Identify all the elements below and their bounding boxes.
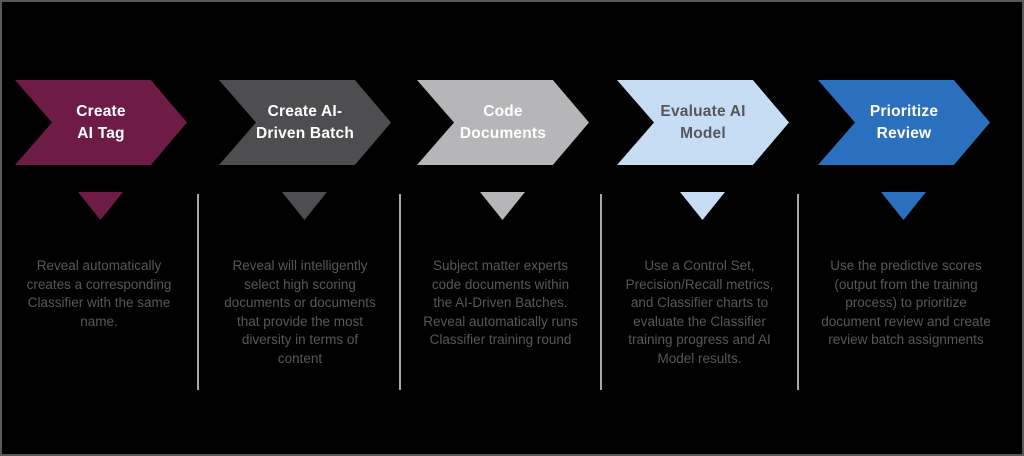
step-description: Subject matter experts code documents wi… xyxy=(423,258,578,347)
step-label: Prioritize Review xyxy=(869,103,939,142)
step-label: Create AI Tag xyxy=(76,103,126,142)
step-chevron-create-ai-driven-batch: Create AI- Driven Batch xyxy=(219,80,391,165)
step-description: Use a Control Set, Precision/Recall metr… xyxy=(625,258,774,366)
step-label: Create AI- Driven Batch xyxy=(255,103,354,142)
step-description: Reveal will intelligently select high sc… xyxy=(224,258,376,366)
down-arrow-indicator xyxy=(881,192,926,220)
step-description: Use the predictive scores (output from t… xyxy=(821,258,991,347)
column-divider xyxy=(797,194,799,390)
step-chevron-prioritize-review: Prioritize Review xyxy=(818,80,990,165)
down-arrow-indicator xyxy=(282,192,327,220)
column-divider xyxy=(600,194,602,390)
step-chevron-evaluate-ai-model: Evaluate AI Model xyxy=(617,80,789,165)
column-divider xyxy=(197,194,199,390)
step-label: Evaluate AI Model xyxy=(660,103,746,142)
down-arrow-indicator xyxy=(480,192,525,220)
step-chevron-create-ai-tag: Create AI Tag xyxy=(15,80,187,165)
step-description: Reveal automatically creates a correspon… xyxy=(26,258,172,329)
column-divider xyxy=(399,194,401,390)
down-arrow-indicator xyxy=(680,192,725,220)
step-chevron-code-documents: Code Documents xyxy=(417,80,589,165)
step-label: Code Documents xyxy=(459,103,547,142)
down-arrow-indicator xyxy=(78,192,123,220)
